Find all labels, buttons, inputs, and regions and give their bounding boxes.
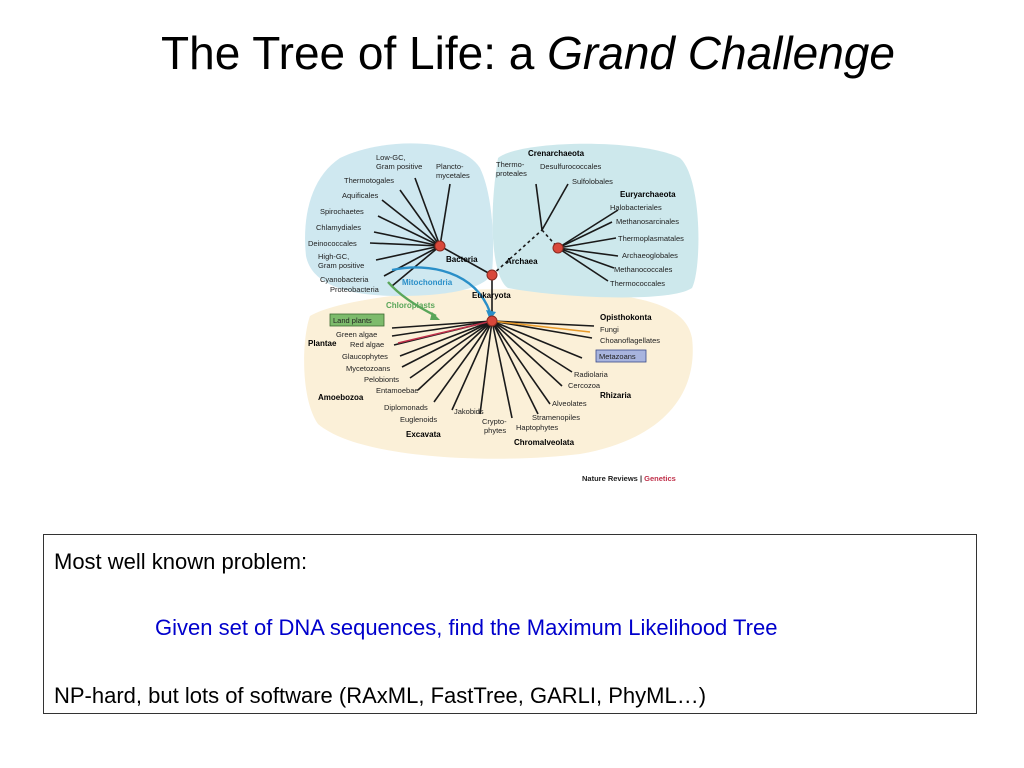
taxon-spirochaetes: Spirochaetes: [320, 207, 364, 216]
tree-branches: [369, 177, 619, 419]
taxon-halobacteriales: Halobacteriales: [610, 203, 662, 212]
label-bacteria: Bacteria: [446, 255, 478, 264]
title-italic: Grand Challenge: [547, 27, 895, 79]
label-chloroplasts: Chloroplasts: [386, 301, 435, 310]
taxon-thermotogales: Thermotogales: [344, 176, 394, 185]
taxon-sulfolobales: Sulfolobales: [572, 177, 613, 186]
taxon-plancto-1: Plancto-: [436, 162, 464, 171]
title-plain: The Tree of Life: a: [161, 27, 548, 79]
mitochondria-arrowhead: [486, 310, 496, 320]
label-opisthokonta: Opisthokonta: [600, 313, 652, 322]
taxon-highgc-1: High-GC,: [318, 252, 349, 261]
taxon-alveolates: Alveolates: [552, 399, 587, 408]
taxon-methanococcales: Methanococcales: [614, 265, 673, 274]
taxon-choanoflagellates: Choanoflagellates: [600, 336, 660, 345]
credit-journal: Nature Reviews: [582, 474, 638, 483]
taxon-desulfurococcales: Desulfurococcales: [540, 162, 602, 171]
label-crenarchaeota: Crenarchaeota: [528, 149, 585, 158]
red-branch: [397, 320, 493, 344]
taxon-metazoans: Metazoans: [599, 352, 636, 361]
label-excavata: Excavata: [406, 430, 441, 439]
label-archaea: Archaea: [506, 257, 538, 266]
taxon-pelobionts: Pelobionts: [364, 375, 399, 384]
taxon-thermoplasmatales: Thermoplasmatales: [618, 234, 684, 243]
textbox-line-1: Most well known problem:: [54, 549, 308, 574]
archaea-region: [492, 143, 699, 298]
problem-textbox: Most well known problem: Given set of DN…: [43, 534, 977, 714]
label-plantae: Plantae: [308, 339, 337, 348]
eukaryota-node: [486, 315, 498, 327]
taxon-land-plants: Land plants: [333, 316, 372, 325]
taxon-green-algae: Green algae: [336, 330, 377, 339]
label-eukaryota: Eukaryota: [472, 291, 511, 300]
taxon-aquificales: Aquificales: [342, 191, 379, 200]
taxon-cercozoa: Cercozoa: [568, 381, 601, 390]
taxon-proteobacteria: Proteobacteria: [330, 285, 380, 294]
taxon-euglenoids: Euglenoids: [400, 415, 437, 424]
taxon-plancto-2: mycetales: [436, 171, 470, 180]
taxon-glaucophytes: Glaucophytes: [342, 352, 388, 361]
taxon-diplomonads: Diplomonads: [384, 403, 428, 412]
taxon-crypto-2: phytes: [484, 426, 506, 435]
taxon-fungi: Fungi: [600, 325, 619, 334]
bacteria-region: [305, 143, 494, 296]
taxon-thermococcales: Thermococcales: [610, 279, 665, 288]
taxon-chlamydiales: Chlamydiales: [316, 223, 361, 232]
taxon-stramenopiles: Stramenopiles: [532, 413, 580, 422]
land-plants-box: [329, 313, 385, 327]
textbox-line-3: NP-hard, but lots of software (RAxML, Fa…: [54, 683, 707, 708]
label-rhizaria: Rhizaria: [600, 391, 632, 400]
credit-section: Genetics: [644, 474, 676, 483]
tree-of-life-diagram: Bacteria Archaea Eukaryota Crenarchaeota…: [304, 143, 699, 483]
taxon-methanosarcinales: Methanosarcinales: [616, 217, 679, 226]
eukaryota-region: [304, 289, 693, 459]
taxon-thermoproteales-1: Thermo-: [496, 160, 525, 169]
taxon-jakobids: Jakobids: [454, 407, 484, 416]
label-amoebozoa: Amoebozoa: [318, 393, 364, 402]
slide-title: The Tree of Life: a Grand Challenge: [0, 26, 1024, 80]
mitochondria-arrow: [391, 266, 492, 313]
taxon-entamoebae: Entamoebae: [376, 386, 419, 395]
tree-of-life-figure: Bacteria Archaea Eukaryota Crenarchaeota…: [300, 138, 704, 490]
taxon-mycetozoans: Mycetozoans: [346, 364, 390, 373]
taxon-highgc-2: Gram positive: [318, 261, 364, 270]
taxon-deinococcales: Deinococcales: [308, 239, 357, 248]
textbox-line-2: Given set of DNA sequences, find the Max…: [155, 615, 778, 640]
taxon-thermoproteales-2: proteales: [496, 169, 527, 178]
archaea-node: [552, 242, 564, 254]
taxon-haptophytes: Haptophytes: [516, 423, 558, 432]
taxon-lowgc-2: Gram positive: [376, 162, 422, 171]
root-node: [486, 269, 498, 281]
label-chromalveolata: Chromalveolata: [514, 438, 575, 447]
metazoans-box: [595, 349, 647, 363]
chloroplast-arrowhead: [430, 312, 440, 320]
orange-branch: [491, 320, 591, 333]
taxon-radiolaria: Radiolaria: [574, 370, 609, 379]
taxon-lowgc-1: Low-GC,: [376, 153, 406, 162]
label-euryarchaeota: Euryarchaeota: [620, 190, 676, 199]
figure-credit: Nature Reviews | Genetics: [582, 474, 676, 483]
label-mitochondria: Mitochondria: [402, 278, 453, 287]
taxon-red-algae: Red algae: [350, 340, 384, 349]
taxon-archaeoglobales: Archaeoglobales: [622, 251, 678, 260]
bacteria-node: [434, 240, 446, 252]
taxon-crypto-1: Crypto-: [482, 417, 507, 426]
taxon-cyanobacteria: Cyanobacteria: [320, 275, 369, 284]
credit-separator: |: [638, 474, 644, 483]
